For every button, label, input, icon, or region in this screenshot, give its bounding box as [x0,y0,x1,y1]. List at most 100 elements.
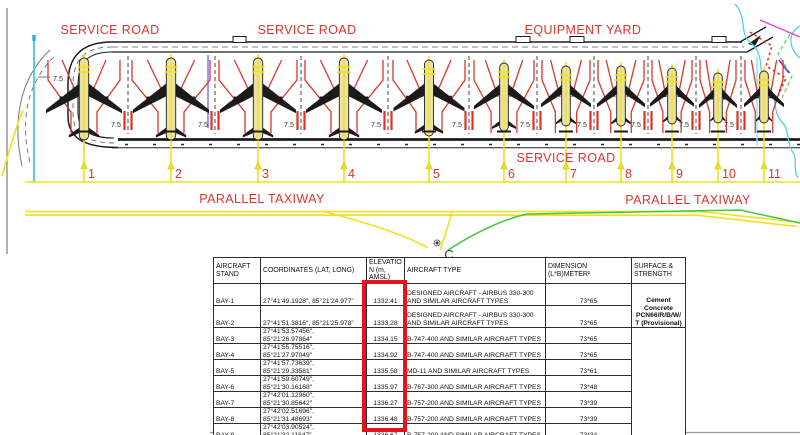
header-surface-strength: SURFACE & STRENGTH [631,257,686,284]
aircraft-bay: 8 [597,59,645,183]
cell-dim: 73*39 [545,407,632,424]
bay-number: 1 [88,167,95,181]
stand-table: AIRCRAFT STAND COORDINATES (LAT, LONG) E… [213,257,686,435]
cell-stand: BAY-7 [213,391,261,408]
clearance-bar [650,111,653,130]
centerline-arrow-icon [425,161,433,170]
aircraft-bay: 3 [218,54,298,183]
cell-type: DESIGNED AIRCRAFT - AIRBUS 330-300 AND S… [404,283,546,306]
airplane-wing [347,82,382,114]
engine [722,93,727,100]
airplane-tail [347,126,360,138]
clearance-bar [596,111,599,130]
centerline-arrow-icon [714,161,722,170]
airplane-wing [744,86,761,108]
lead-in-lines [131,60,211,133]
bay-divider: 7.5 [724,56,746,134]
road-width-label: 7.5 [53,74,63,83]
cell-coord: 27°41'55.75516", 85°21'27.97049" [260,343,367,360]
clearance-bar [296,111,299,130]
engine [677,90,682,97]
clearance-bar [123,111,126,130]
centerline-arrow-icon [668,161,676,170]
bay-divider: 7.5 [631,56,653,134]
aircraft-bay: 7 [541,59,591,183]
engine [709,93,714,100]
centerline-arrow-icon [617,161,625,170]
header-elevation: ELEVATION (m, AMSL) [366,257,405,284]
cell-dim: 73*65 [545,327,632,344]
airplane-tail [155,126,168,138]
service-road-label-2: SERVICE ROAD [257,23,356,37]
service-road-label-3: SERVICE ROAD [516,151,615,165]
engine [769,91,773,99]
clearance-bar [539,111,542,130]
cell-type: B-757-200 AND SIMILAR AIRCRAFT TYPES [404,407,546,424]
lead-in-lines [304,60,384,133]
airplane-tail [414,123,426,134]
cell-dim: 73*65 [545,343,632,360]
lead-in-lines [473,60,535,133]
cell-dim: 73*65 [545,305,632,328]
centerline-arrow-icon [80,161,88,170]
airplane-wing [675,84,694,107]
bay-divider: 7.5 [577,56,599,134]
cell-stand: BAY-6 [213,375,261,392]
clearance-label: 7.5 [111,120,121,129]
cell-elev: 1336.67 [366,423,405,435]
parallel-taxiway-label-1: PARALLEL TAXIWAY [199,192,325,206]
cell-stand: BAY-2 [213,305,261,328]
clearance-label: 7.5 [284,120,294,129]
engine [355,90,359,98]
lead-in-lines [699,60,737,133]
engine [611,90,615,97]
airplane-wing [46,82,81,114]
header-aircraft-type: AIRCRAFT TYPE [404,257,546,284]
cell-coord: 27°42'03.90524", 85°21'32.11647" [260,423,367,435]
engine [415,90,419,97]
bay-number: 5 [433,167,440,181]
aircraft-bay: 6 [473,59,535,183]
engine [279,96,283,103]
cell-elev: 1332.41 [366,283,405,306]
clearance-bar [643,111,646,130]
airplane-wing [261,82,296,114]
taxiway-c-designator: C [444,247,453,262]
clearance-bar [383,111,386,130]
centerline-arrow-icon [500,161,508,170]
aircraft-bay: 10 [699,59,737,183]
bay-number: 10 [722,167,736,181]
cell-elev: 1334.15 [366,327,405,344]
bay-divider: 7.5 [198,56,220,134]
engine [95,90,99,98]
engine [662,90,667,97]
cell-type: MD-11 AND SIMILAR AIRCRAFT TYPES [404,359,546,376]
cell-stand: BAY-1 [213,283,261,306]
engine [146,96,150,103]
cell-dim: 73*34 [545,423,632,435]
clearance-label: 7.5 [198,120,208,129]
cell-type: B-747-400 AND SIMILAR AIRCRAFT TYPES [404,327,546,344]
airplane-tail [492,120,501,129]
lead-in-lines [392,60,466,133]
cell-type: B-747-400 AND SIMILAR AIRCRAFT TYPES [404,343,546,360]
cell-stand: BAY-4 [213,343,261,360]
airplane-wing [507,83,534,110]
clearance-label: 7.5 [631,120,641,129]
clearance-label: 7.5 [371,120,381,129]
labels-layer: SERVICE ROAD SERVICE ROAD EQUIPMENT YARD… [53,23,751,262]
airplane-tail [556,116,563,125]
airplane-tail [261,126,274,138]
cell-elev: 1336.48 [366,407,405,424]
engine [243,90,247,98]
airplane-wing [432,82,465,112]
airplane-wing [767,86,784,108]
cell-stand: BAY-9 [213,423,261,435]
clearance-label: 7.5 [679,120,689,129]
engine [329,90,333,98]
engine [192,96,196,103]
clearance-bar [743,111,746,130]
